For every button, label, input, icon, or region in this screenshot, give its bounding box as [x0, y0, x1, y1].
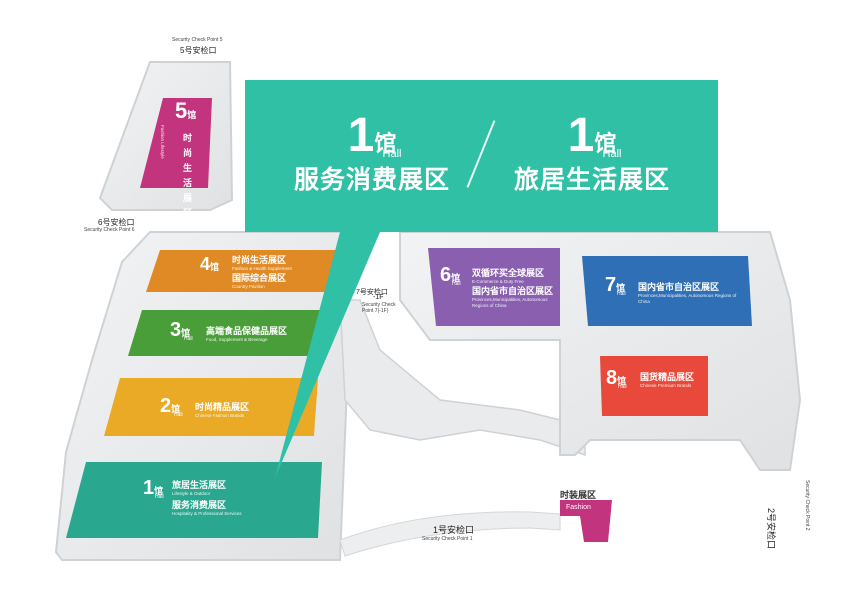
cp2-zh-label: 2号安检口 — [766, 508, 776, 550]
hall-1-zh-1: 旅居生活展区 — [172, 481, 227, 491]
hall-6-en-1: E-Commerce & Duty Free — [472, 279, 524, 284]
hall-8-hall: Hall — [618, 384, 627, 390]
hall-4-label: 4馆 — [200, 255, 219, 274]
hall-4-zh-1: 时尚生活展区 — [232, 256, 287, 266]
hall-7-label: 7馆 Hall — [605, 275, 626, 297]
cp6-en-label: Security Check Point 6 — [84, 227, 135, 233]
hall-2-hall: Hall — [174, 412, 183, 418]
hall-4-en-1: Fashion & Health Supplement — [232, 266, 292, 271]
central-walkway — [339, 299, 586, 457]
fashion-block[interactable] — [560, 500, 612, 542]
hall-2-text: 时尚精品展区 Chinese Fashion Brands — [195, 400, 249, 418]
hall-6-zh-2: 国内省市自治区展区 — [472, 287, 554, 297]
hall-1-zh-2: 服务消费展区 — [172, 501, 227, 511]
hall-3-text: 高端食品保健品展区 Food, Supplement & Beverage — [206, 324, 287, 342]
fashion-zh-label: 时装展区 — [560, 491, 597, 501]
cp5-en-label: Security Check Point 5 — [172, 37, 223, 43]
hall-3-block[interactable] — [128, 310, 330, 356]
cp7-floor-label: -1F — [373, 294, 384, 301]
cp1-en-label: Security Check Point 1 — [422, 536, 473, 542]
bottom-plaza — [339, 511, 561, 557]
hall-3-number: 3 — [170, 319, 182, 341]
hall-7-guan: 馆 — [616, 284, 626, 294]
callout-balloon — [245, 80, 718, 478]
hall-8-number: 8 — [606, 367, 618, 389]
hall-1-text: 旅居生活展区 Lifestyle & Outdoor 服务消费展区 Hospit… — [172, 478, 242, 516]
hall-2-label: 2馆 Hall — [160, 396, 183, 418]
hall-3-zh: 高端食品保健品展区 — [206, 327, 288, 337]
hall-6-zh-1: 双循环买全球展区 — [472, 269, 545, 279]
hall-6-text: 双循环买全球展区 E-Commerce & Duty Free 国内省市自治区展… — [472, 266, 562, 309]
hall-1-en-2: Hospitality & Professional Services — [172, 511, 242, 516]
cp1-zh-label: 1号安检口 — [433, 525, 475, 535]
hall-5-zh: 时尚生活展区 — [183, 130, 193, 220]
callout-left: 1馆 Hall 服务消费展区 — [272, 112, 472, 196]
cp7-en-label-1: Security Check — [362, 302, 396, 308]
hall-8-zh: 国货精品展区 — [640, 373, 695, 383]
hall-6-en-2: Provinces,Municipalities, Autonomous Reg… — [472, 297, 548, 308]
hall-6-hall: Hall — [452, 281, 461, 287]
hall-1-hall: Hall — [155, 494, 164, 500]
hall-2-block[interactable] — [104, 378, 318, 436]
hall-6-guan: 馆 — [451, 274, 461, 284]
callout-right-guan: 馆 — [594, 132, 617, 157]
hall-3-guan: 馆 — [181, 329, 191, 339]
hall-4-zh-2: 国际综合展区 — [232, 274, 287, 284]
hall-5-guan: 馆 — [187, 111, 197, 121]
callout-left-guan: 馆 — [374, 132, 397, 157]
hall-2-guan: 馆 — [171, 405, 181, 415]
hall-8-block[interactable] — [600, 356, 708, 416]
hall-1-number: 1 — [143, 477, 155, 499]
hall-7-number: 7 — [605, 274, 617, 296]
hall-7-text: 国内省市自治区展区 Provinces,Municipalities, Auto… — [638, 280, 738, 305]
hall-5-label: 5馆 — [175, 100, 196, 122]
hall-4-block[interactable] — [146, 250, 340, 292]
hall-1-label: 1馆 Hall — [143, 478, 164, 500]
hall-1-guan: 馆 — [154, 487, 164, 497]
hall-8-label: 8馆 Hall — [606, 368, 627, 390]
hall-3-en: Food, Supplement & Beverage — [206, 337, 268, 342]
hall-8-text: 国货精品展区 Chinese Premium Brands — [640, 370, 694, 388]
hall-4-number: 4 — [200, 254, 211, 274]
hall-5-en-text: Fashion Lifestyle — [160, 125, 165, 159]
hall-2-en: Chinese Fashion Brands — [195, 413, 245, 418]
hall-4-guan: 馆 — [210, 263, 220, 273]
callout-left-number: 1 — [347, 109, 375, 162]
hall-8-guan: 馆 — [617, 377, 627, 387]
hall-7-block[interactable] — [582, 256, 752, 326]
hall-3-label: 3馆 Hall — [170, 320, 193, 342]
hall-5-number: 5 — [175, 98, 188, 123]
cp7-en-label-2: Point 7(-1F) — [362, 308, 389, 314]
callout-right: 1馆 Hall 旅居生活展区 — [492, 112, 692, 196]
callout-right-number: 1 — [567, 109, 595, 162]
hall-3-hall: Hall — [184, 336, 193, 342]
hall-4-text: 时尚生活展区 Fashion & Health Supplement 国际综合展… — [232, 253, 292, 289]
cp7-zh-label: 7号安检口 — [356, 289, 388, 296]
hall-7-hall: Hall — [617, 291, 626, 297]
cp6-zh-label: 6号安检口 — [98, 218, 135, 227]
hall-2-number: 2 — [160, 395, 172, 417]
hall-5-block[interactable] — [140, 98, 212, 188]
hall-4-en-2: Country Pavilion — [232, 284, 265, 289]
hall-1-en-1: Lifestyle & Outdoor — [172, 491, 211, 496]
callout-right-zh: 旅居生活展区 — [513, 165, 670, 194]
hall-1-block[interactable] — [66, 462, 322, 538]
cp2-en-label: Security Check Point 2 — [804, 480, 810, 531]
hall-6-block[interactable] — [428, 248, 560, 326]
callout-left-hall: Hall — [382, 148, 402, 160]
hall-7-zh: 国内省市自治区展区 — [638, 283, 720, 293]
callout-right-hall: Hall — [602, 148, 622, 160]
hall-6-number: 6 — [440, 264, 452, 286]
hall-2-zh: 时尚精品展区 — [195, 403, 250, 413]
hall-6-label: 6馆 Hall — [440, 265, 461, 287]
fashion-en-label: Fashion — [566, 504, 591, 511]
hall-5-en: Fashion Lifestyle — [157, 125, 176, 159]
hall-7-en: Provinces,Municipalities, Autonomous Reg… — [638, 293, 737, 304]
hall-5-zh-text: 时尚生活展区 — [183, 134, 193, 219]
cp5-zh-label: 5号安检口 — [180, 46, 217, 55]
hall-8-en: Chinese Premium Brands — [640, 383, 692, 388]
callout-left-zh: 服务消费展区 — [293, 165, 450, 194]
